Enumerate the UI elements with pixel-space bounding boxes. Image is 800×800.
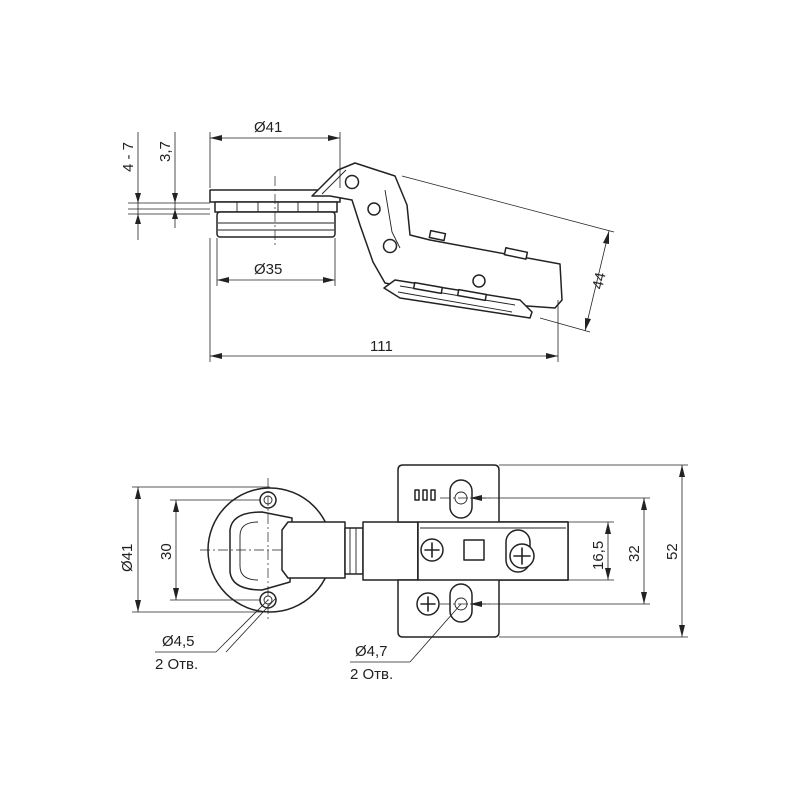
mounting-plate-plan	[397, 464, 569, 638]
dim-thickness: 4 - 7 3,7	[120, 132, 210, 240]
dim-d41-bottom: Ø41	[119, 486, 270, 613]
dim-d41-top: Ø41	[209, 119, 341, 188]
hole-cup-count-label: 2 Отв.	[155, 656, 198, 673]
dim-44: 44	[401, 175, 615, 333]
dim-d35-label: Ø35	[254, 261, 282, 278]
dim-32: 32	[470, 495, 650, 607]
leader-cup-holes: Ø4,5 2 Отв.	[155, 597, 277, 673]
cup-side	[209, 176, 341, 246]
dim-52: 52	[499, 464, 688, 638]
dim-d35: Ø35	[216, 238, 336, 286]
dim-d41-bottom-label: Ø41	[119, 544, 136, 572]
dim-d41-top-label: Ø41	[254, 119, 282, 136]
dim-111-label: 111	[370, 338, 393, 355]
dim-44-label: 44	[589, 271, 609, 291]
dim-4-7-label: 4 - 7	[120, 142, 137, 172]
hinge-arm-side	[311, 162, 563, 319]
hole-plate-diam-label: Ø4,7	[355, 643, 388, 660]
hole-cup-diam-label: Ø4,5	[162, 633, 195, 650]
dim-111: 111	[209, 238, 559, 362]
plan-view: Ø41 30 16,5 32	[119, 464, 688, 683]
dim-16-5: 16,5	[568, 521, 614, 581]
dim-32-label: 32	[626, 545, 643, 562]
dim-16-5-label: 16,5	[590, 541, 607, 570]
dim-3-7-label: 3,7	[157, 141, 174, 162]
dim-30: 30	[158, 499, 260, 601]
dim-30-label: 30	[158, 543, 175, 560]
leader-plate-holes: Ø4,7 2 Отв.	[350, 603, 462, 683]
side-view: Ø41 Ø35 111 44	[120, 119, 615, 362]
dim-52-label: 52	[664, 543, 681, 560]
hole-plate-count-label: 2 Отв.	[350, 666, 393, 683]
